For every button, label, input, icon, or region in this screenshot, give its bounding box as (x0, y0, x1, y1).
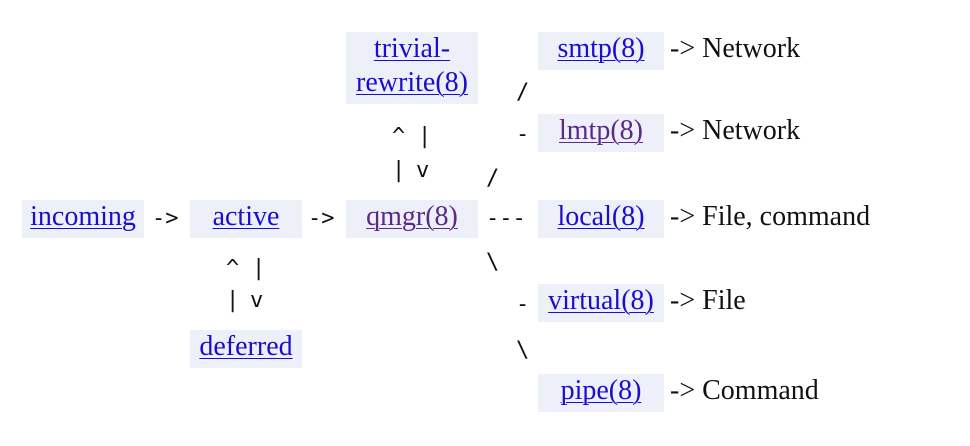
fan-dash-to-local: --- (486, 206, 526, 231)
trivial-rewrite-link[interactable]: trivial-rewrite(8) (356, 33, 468, 98)
local-link[interactable]: local(8) (557, 201, 645, 232)
qmgr-link[interactable]: qmgr(8) (366, 201, 458, 232)
virtual-node: virtual(8) (538, 284, 664, 322)
active-link[interactable]: active (212, 201, 280, 232)
local-destination: -> File, command (670, 201, 871, 232)
smtp-destination: -> Network (670, 33, 801, 64)
lmtp-node: lmtp(8) (538, 114, 664, 152)
fan-dash-to-lmtp: - (516, 122, 530, 147)
fan-backslash-to-pipe: \ (516, 338, 530, 363)
virtual-link[interactable]: virtual(8) (548, 285, 654, 316)
smtp-link[interactable]: smtp(8) (557, 33, 645, 64)
fan-slash-to-smtp: / (516, 80, 530, 105)
pipe-link[interactable]: pipe(8) (560, 375, 642, 406)
lmtp-destination: -> Network (670, 115, 801, 146)
smtp-node: smtp(8) (538, 32, 664, 70)
incoming-link[interactable]: incoming (30, 201, 136, 232)
active-deferred-bar-right: | (252, 256, 266, 281)
deferred-node: deferred (190, 330, 302, 368)
virtual-destination: -> File (670, 285, 746, 316)
lmtp-link[interactable]: lmtp(8) (559, 115, 643, 146)
active-deferred-bar-left: | (226, 288, 240, 313)
active-to-qmgr-arrow: -> (308, 206, 335, 231)
fan-slash-upper: / (486, 166, 500, 191)
qmgr-rewrite-down-arrow: v (416, 158, 430, 183)
active-deferred-down-arrow: v (250, 288, 264, 313)
fan-backslash-lower: \ (486, 250, 500, 275)
pipe-destination: -> Command (670, 375, 819, 406)
qmgr-node: qmgr(8) (346, 200, 478, 238)
qmgr-rewrite-up-arrow: ^ (392, 124, 406, 149)
trivial-rewrite-line-1: trivial- (373, 33, 451, 64)
active-deferred-up-arrow: ^ (226, 256, 240, 281)
trivial-rewrite-line-2: rewrite(8) (356, 67, 468, 98)
pipe-node: pipe(8) (538, 374, 664, 412)
qmgr-rewrite-bar-right: | (418, 124, 432, 149)
incoming-to-active-arrow: -> (152, 206, 179, 231)
active-node: active (190, 200, 302, 238)
local-node: local(8) (538, 200, 664, 238)
qmgr-rewrite-bar-left: | (392, 158, 406, 183)
deferred-link[interactable]: deferred (199, 331, 293, 362)
incoming-node: incoming (22, 200, 144, 238)
fan-dash-to-virtual: - (516, 292, 530, 317)
trivial-rewrite-node: trivial-rewrite(8) (346, 32, 478, 104)
